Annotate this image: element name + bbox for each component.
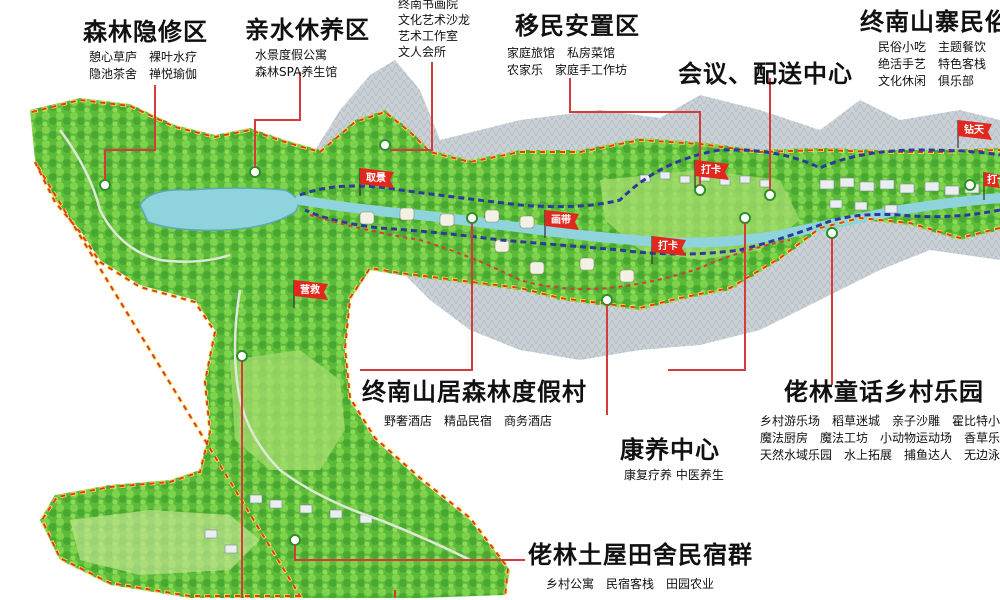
marker-earth-house-2[interactable] <box>289 534 301 546</box>
site-boundary-red <box>31 98 1000 597</box>
zone-item: 文化艺术沙龙 <box>398 13 471 27</box>
marker-earth-house[interactable] <box>236 350 248 362</box>
road <box>58 129 231 263</box>
resort-villas <box>359 207 635 283</box>
zone-item: 森林SPA养生馆 <box>255 65 338 79</box>
marker-meeting[interactable] <box>764 189 776 201</box>
svg-text:取景: 取景 <box>366 172 386 184</box>
flag-1[interactable]: 取景 <box>359 168 394 196</box>
svg-text:打卡: 打卡 <box>701 163 721 176</box>
zone-item: 乡村游乐场 稻草迷城 亲子沙雕 霍比特小 <box>760 414 1000 428</box>
zone-item: 绝活手艺 特色客栈 <box>878 57 987 71</box>
zone-item: 艺术工作室 <box>398 29 459 43</box>
flag-4[interactable]: 打卡 <box>651 236 686 264</box>
zone-title: 移民安置区 <box>515 12 640 40</box>
zone-item: 文化休闲 俱乐部 <box>878 74 975 88</box>
zone-earth-house: 佬林土屋田舍民宿群 乡村公寓 民宿客栈 田园农业 <box>528 535 753 593</box>
zone-resettlement: 移民安置区 家庭旅馆 私房菜馆 农家乐 家庭手工作坊 <box>507 6 640 79</box>
flag-6[interactable]: 钻天 <box>957 120 992 148</box>
valley-boundary-red <box>309 214 791 290</box>
flag-3[interactable]: 画带 <box>544 210 579 238</box>
zone-item: 憩心草庐 裸叶水疗 <box>89 50 198 64</box>
zone-meeting: 会议、配送中心 <box>678 54 853 89</box>
zone-item: 终南书画院 <box>398 0 459 11</box>
zone-item: 民俗小吃 主题餐饮 <box>878 40 987 54</box>
zone-title: 会议、配送中心 <box>678 60 853 88</box>
svg-text:钻天: 钻天 <box>964 123 985 136</box>
zone-title: 终南山居森林度假村 <box>362 378 587 406</box>
zone-resort: 终南山居森林度假村 野奢酒店 精品民宿 商务酒店 <box>362 372 587 430</box>
road <box>233 289 471 562</box>
zone-title: 亲水休养区 <box>245 16 370 44</box>
zone-wellness: 康养中心 康复疗养 中医养生 <box>620 430 724 484</box>
flags: 取景 打卡 画带 打卡 营救 <box>293 120 1000 308</box>
zone-item: 魔法厨房 魔法工坊 小动物运动场 香草乐 <box>760 431 1000 445</box>
zone-title: 康养中心 <box>620 436 720 464</box>
svg-text:打卡: 打卡 <box>658 239 678 252</box>
flag-5[interactable]: 营救 <box>293 280 328 308</box>
zone-item: 水景度假公寓 <box>255 48 328 62</box>
flag-2[interactable]: 打卡 <box>694 160 729 188</box>
zone-item: 文人会所 <box>398 45 447 59</box>
marker-culture[interactable] <box>379 139 391 151</box>
zone-waterside: 亲水休养区 水景度假公寓 森林SPA养生馆 <box>245 10 370 81</box>
zone-title: 佬林童话乡村乐园 <box>784 378 984 406</box>
zone-item: 野奢酒店 精品民宿 商务酒店 <box>384 414 553 428</box>
svg-text:营救: 营救 <box>300 283 320 296</box>
zone-item: 隐池茶舍 禅悦瑜伽 <box>89 67 198 81</box>
meadow-patch <box>70 510 260 575</box>
zone-forest-retreat: 森林隐修区 憩心草庐 裸叶水疗 隐池茶舍 禅悦瑜伽 <box>83 12 208 83</box>
marker-wellness-2[interactable] <box>601 294 613 306</box>
zone-item: 乡村公寓 民宿客栈 田园农业 <box>546 577 715 591</box>
marker-wellness[interactable] <box>739 212 751 224</box>
zone-title: 森林隐修区 <box>83 18 208 46</box>
marker-resort[interactable] <box>466 212 478 224</box>
zone-item: 农家乐 家庭手工作坊 <box>507 63 628 77</box>
svg-text:打卡: 打卡 <box>987 173 1000 186</box>
flag-7[interactable]: 打卡 <box>983 172 1000 200</box>
zone-item: 家庭旅馆 私房菜馆 <box>507 46 616 60</box>
zone-item: 天然水域乐园 水上拓展 捕鱼达人 无边泳池 <box>760 448 1000 462</box>
zone-title: 佬林土屋田舍民宿群 <box>528 541 753 569</box>
marker-forest-retreat[interactable] <box>99 179 111 191</box>
marker-village[interactable] <box>964 179 976 191</box>
svg-text:画带: 画带 <box>551 213 571 226</box>
marker-fairy-tale[interactable] <box>826 227 838 239</box>
meadow-patch <box>230 350 345 470</box>
marker-waterside[interactable] <box>249 166 261 178</box>
zone-fairy-tale: 佬林童话乡村乐园 乡村游乐场 稻草迷城 亲子沙雕 霍比特小 魔法厨房 魔法工坊 … <box>760 372 1000 464</box>
leader-lines <box>104 62 833 598</box>
zone-item: 康复疗养 中医养生 <box>624 468 724 482</box>
zone-village-folk: 终南山寨民俗 民俗小吃 主题餐饮 绝活手艺 特色客栈 文化休闲 俱乐部 <box>860 2 1000 90</box>
zone-title: 终南山寨民俗 <box>860 8 1000 36</box>
marker-resettlement[interactable] <box>694 184 706 196</box>
zone-culture: 终南书画院 文化艺术沙龙 艺术工作室 文人会所 <box>398 0 470 60</box>
